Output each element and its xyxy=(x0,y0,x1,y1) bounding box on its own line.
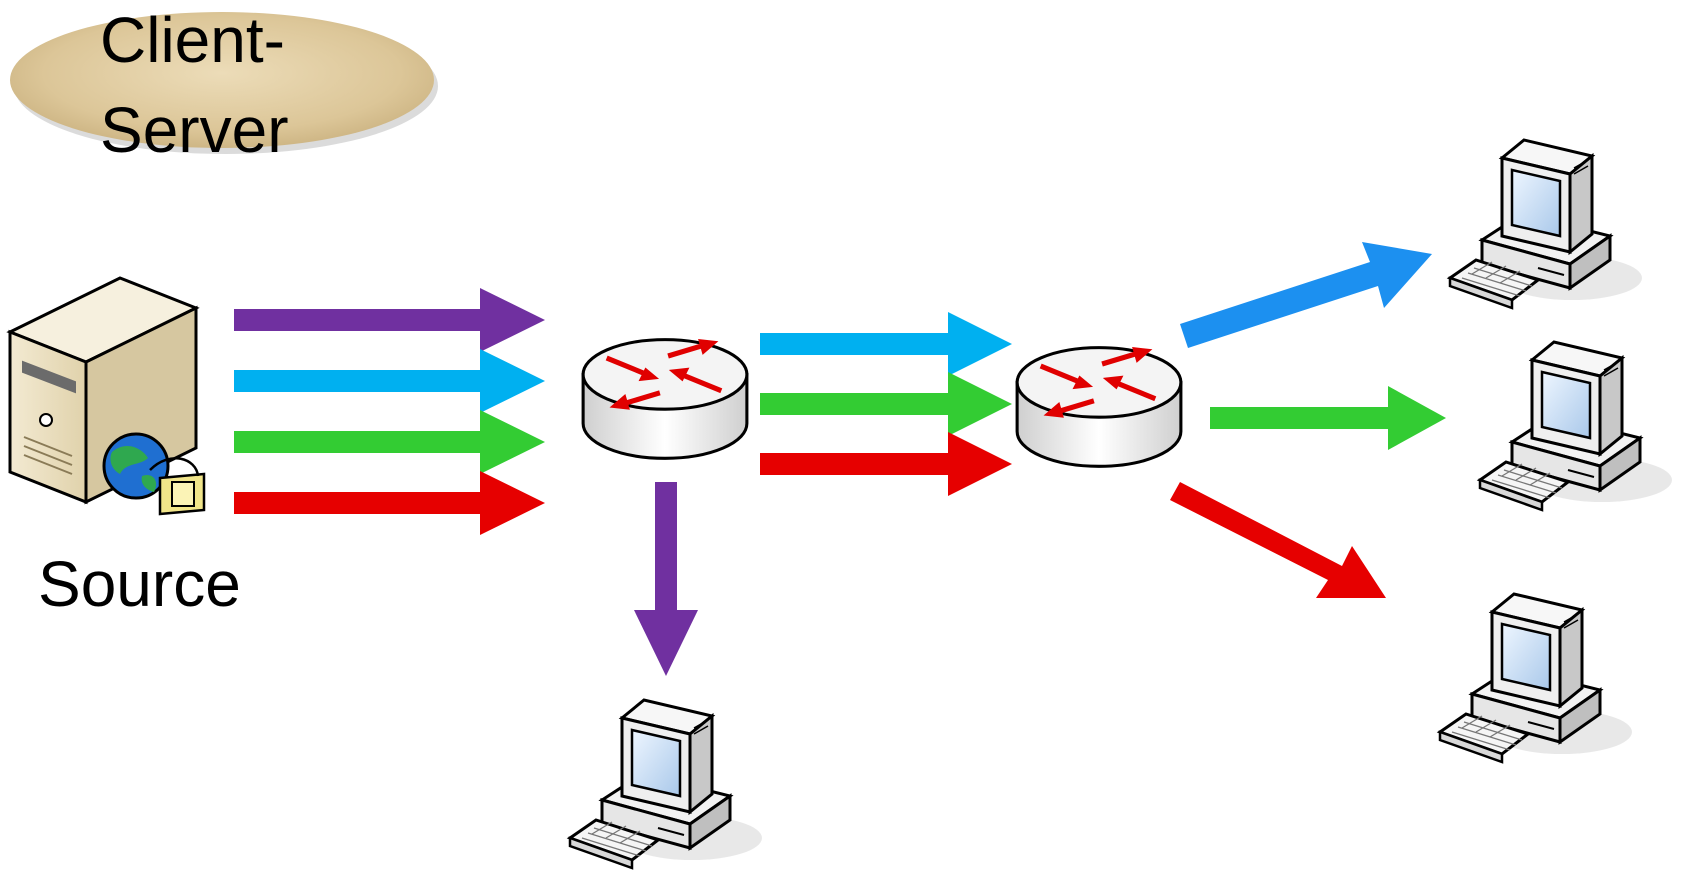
arrow-purple-stream xyxy=(234,288,545,352)
title-badge: Client- Server xyxy=(10,4,438,166)
arrows-router-2-to-clients xyxy=(1170,242,1446,598)
arrow-purple-down xyxy=(634,482,698,676)
desktop-computer-icon xyxy=(1448,138,1642,310)
film-reel-icon xyxy=(149,457,206,516)
title-line-1: Client- xyxy=(100,4,285,76)
arrow-green-stream xyxy=(234,410,545,474)
arrow-blue-upper-right xyxy=(1180,242,1432,348)
arrow-light-blue-stream xyxy=(760,312,1012,376)
router-icon xyxy=(583,340,747,459)
globe-icon xyxy=(102,432,170,500)
arrow-red-stream xyxy=(760,432,1012,496)
title-line-2: Server xyxy=(100,94,289,166)
arrows-source-to-router-1 xyxy=(234,288,545,535)
source-label: Source xyxy=(38,548,241,620)
desktop-computer-icon xyxy=(1438,592,1632,764)
arrow-green-stream xyxy=(760,372,1012,436)
arrow-green-right xyxy=(1210,386,1446,450)
desktop-computer-icon xyxy=(568,698,762,870)
arrow-red-stream xyxy=(234,471,545,535)
arrow-red-lower-right xyxy=(1170,482,1386,598)
arrows-router-1-to-router-2 xyxy=(760,312,1012,496)
arrow-light-blue-stream xyxy=(234,349,545,413)
router-icon xyxy=(1017,348,1181,467)
desktop-computer-icon xyxy=(1478,340,1672,512)
